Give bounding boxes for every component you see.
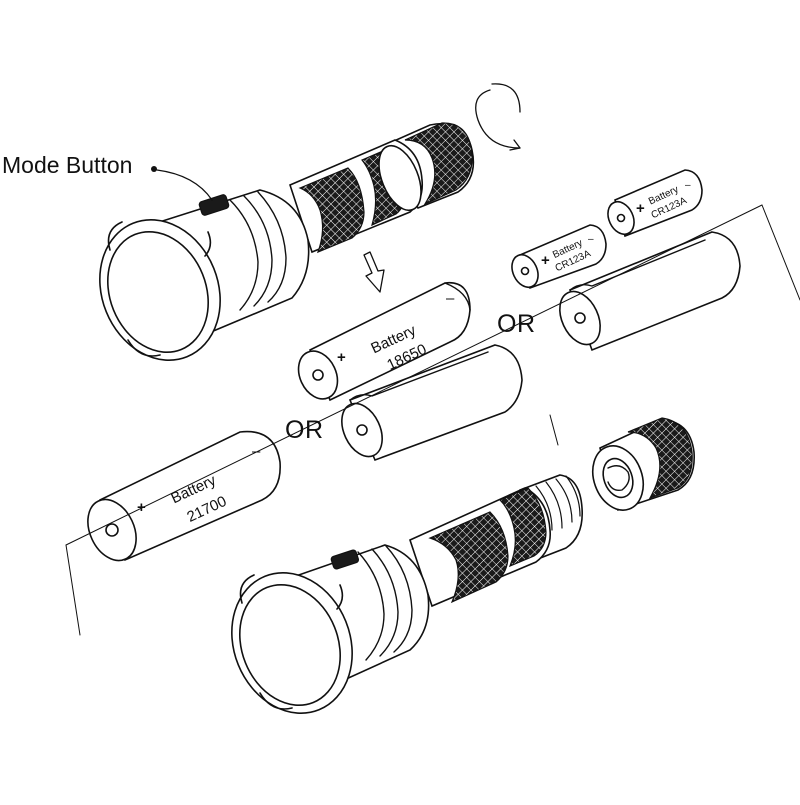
mode-button-label: Mode Button	[2, 152, 132, 178]
or-label-right: OR	[497, 310, 536, 338]
battery-cr123a-1: + – Battery CR123A	[511, 224, 607, 290]
group-bracket	[65, 204, 800, 636]
battery-cr123a-1-plus: +	[541, 252, 550, 269]
or-label-left: OR	[285, 416, 324, 444]
battery-21700-plus: +	[137, 499, 146, 516]
battery-sleeve-right	[559, 231, 741, 352]
lens-top	[106, 230, 210, 354]
battery-cr123a-2: + – Battery CR123A	[607, 169, 703, 238]
battery-sleeve-middle	[341, 344, 523, 462]
flashlight-bottom	[231, 474, 583, 715]
down-arrow-icon	[363, 251, 385, 293]
battery-cr123a-1-minus: –	[588, 234, 594, 245]
mode-button-bottom[interactable]	[330, 549, 360, 570]
battery-18650-minus: –	[446, 290, 455, 307]
lens-bottom	[238, 583, 342, 707]
tail-cap-separate	[591, 417, 695, 512]
mode-button-callout: Mode Button	[2, 152, 213, 201]
mode-button-top[interactable]	[198, 194, 230, 216]
head-top	[99, 189, 310, 362]
body-tube-top	[289, 139, 424, 254]
battery-21700: + – Battery 21700	[87, 430, 281, 562]
battery-cr123a-2-plus: +	[636, 200, 645, 217]
rotate-arrow-icon	[475, 83, 521, 151]
battery-cr123a-2-minus: –	[685, 180, 691, 191]
battery-18650: + – Battery 18650	[297, 281, 471, 402]
battery-18650-plus: +	[337, 349, 346, 366]
flashlight-top	[99, 122, 475, 362]
